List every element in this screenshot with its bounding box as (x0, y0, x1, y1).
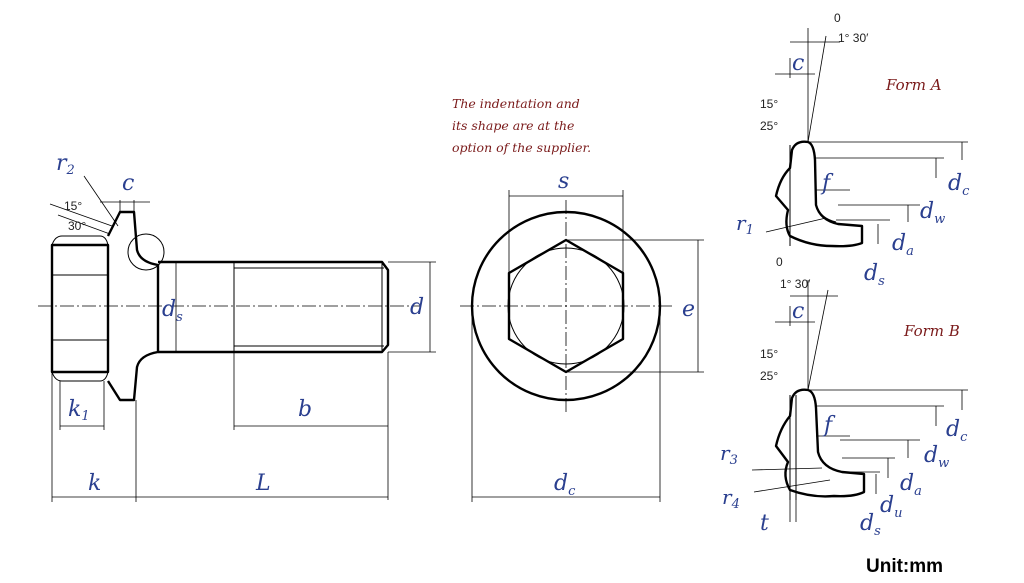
label-k1: k1 (68, 397, 90, 424)
form-a-label-dw: dw (920, 199, 945, 227)
bolt-side-view (38, 175, 436, 502)
label-ds-bolt: ds (162, 297, 183, 325)
form-a-label-dc: dc (948, 171, 970, 199)
angle-15-bolt: 15° (64, 199, 82, 213)
form-b-label-da: da (900, 471, 922, 499)
form-a-label-r1: r1 (736, 211, 754, 238)
form-b-label-du: du (880, 493, 902, 521)
label-L: L (255, 471, 271, 496)
form-b-label-f: f (822, 413, 836, 438)
note-line-3: option of the supplier. (452, 140, 591, 155)
form-b-detail (751, 280, 968, 522)
label-s-top: s (558, 169, 569, 194)
label-dc-top: dc (554, 471, 576, 499)
form-b-label-dc: dc (946, 417, 968, 445)
form-a-profile (774, 140, 864, 248)
bolt-flange (106, 210, 160, 402)
bolt-top-view (460, 190, 704, 502)
form-b-label-ds: ds (860, 511, 881, 539)
form-b-angle-25: 25° (760, 369, 778, 383)
form-b-zero: 0 (776, 255, 783, 269)
note-line-1: The indentation and (452, 96, 580, 111)
form-a-label-c: c (792, 51, 804, 76)
form-a-angle-top: 1° 30′ (838, 31, 869, 45)
form-a-title: Form A (885, 76, 942, 94)
note-line-2: its shape are at the (452, 118, 574, 133)
form-b-label-dw: dw (924, 443, 949, 471)
form-b-label-r4: r4 (722, 485, 740, 512)
label-e: e (682, 297, 695, 322)
form-a-detail (765, 28, 968, 248)
form-a-angle-25: 25° (760, 119, 778, 133)
form-b-profile (774, 388, 866, 498)
unit-label: Unit:mm (866, 556, 943, 577)
label-b: b (298, 397, 312, 422)
detail-circle (127, 233, 165, 271)
form-b-label-c: c (792, 299, 804, 324)
label-r2: r2 (56, 151, 75, 178)
form-a-zero: 0 (834, 11, 841, 25)
form-b-angle-top: 1° 30′ (780, 277, 811, 291)
label-c-bolt: c (122, 171, 134, 196)
form-b-label-t: t (760, 511, 769, 536)
form-a-label-da: da (892, 231, 914, 259)
bolt-hex-head (50, 243, 110, 374)
form-a-label-ds: ds (864, 261, 885, 289)
label-d-bolt: d (410, 295, 424, 320)
angle-30-bolt: 30° (68, 219, 86, 233)
form-b-label-r3: r3 (720, 441, 738, 468)
bolt-shank (158, 260, 390, 354)
form-a-angle-15: 15° (760, 97, 778, 111)
form-a-label-f: f (820, 171, 834, 196)
form-b-title: Form B (903, 322, 960, 340)
label-k: k (88, 471, 101, 496)
form-b-angle-15: 15° (760, 347, 778, 361)
